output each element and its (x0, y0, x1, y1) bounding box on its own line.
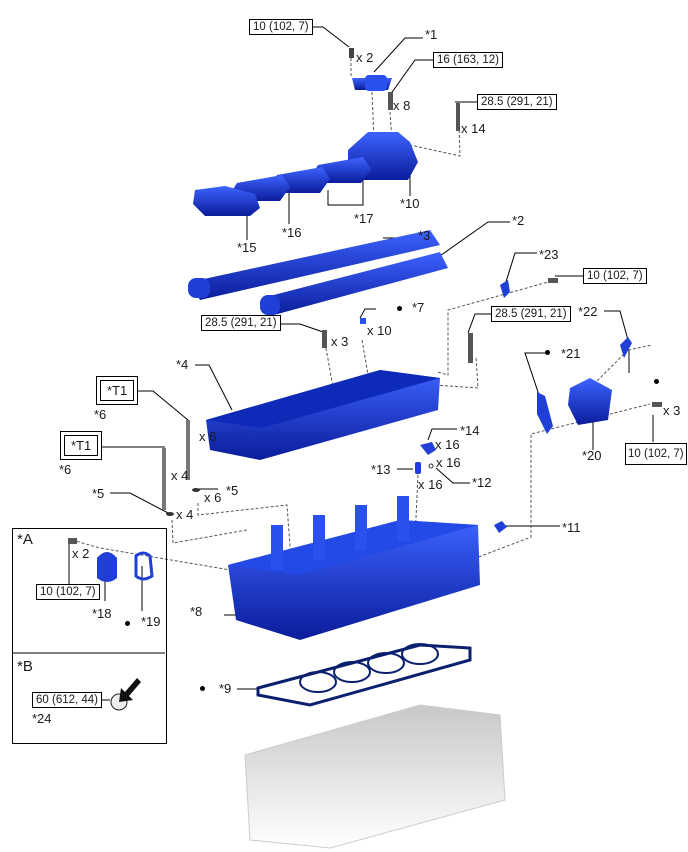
non-reusable-mark (200, 686, 205, 691)
part-label: *5 (226, 483, 239, 498)
part-label: *20 (582, 448, 602, 463)
part-label: *6 (59, 462, 72, 477)
part-label: *8 (190, 604, 203, 619)
part-label: *17 (354, 211, 374, 226)
part-label: *7 (412, 300, 425, 315)
sst-label: *T1 (64, 435, 99, 456)
quantity: x 3 (331, 334, 349, 349)
part-label: *11 (562, 520, 581, 535)
part-label: *21 (561, 346, 581, 361)
non-reusable-mark (654, 379, 659, 384)
non-reusable-mark (397, 306, 402, 311)
torque-spec: 28.5 (291, 21) (477, 94, 557, 110)
torque-spec: 10 (102, 7) (625, 443, 687, 465)
quantity: x 2 (72, 546, 90, 561)
quantity: x 16 (436, 455, 461, 470)
quantity: x 3 (663, 403, 681, 418)
inset-b-title: *B (17, 658, 33, 675)
part-label: *4 (176, 357, 189, 372)
part-label: *13 (371, 462, 391, 477)
part-label: *22 (578, 304, 598, 319)
leader-lines (68, 26, 654, 701)
part-label: *12 (472, 475, 492, 490)
non-reusable-mark (545, 350, 550, 355)
quantity: x 6 (199, 429, 217, 444)
part-label: *15 (237, 240, 257, 255)
quantity: x 16 (418, 477, 443, 492)
quantity: x 4 (176, 507, 194, 522)
quantity: x 4 (171, 468, 189, 483)
sst-label: *T1 (100, 380, 135, 401)
torque-spec: 10 (102, 7) (249, 19, 313, 35)
quantity: x 14 (461, 121, 486, 136)
part-label: *2 (512, 213, 525, 228)
part-label: *23 (539, 247, 559, 262)
part-label: *3 (418, 228, 431, 243)
torque-spec: 28.5 (291, 21) (201, 315, 281, 331)
torque-spec: 10 (102, 7) (36, 584, 100, 600)
inset-a-title: *A (17, 531, 33, 548)
part-label: *14 (460, 423, 480, 438)
sst-mark: *T1 (96, 376, 139, 405)
sst-mark: *T1 (60, 431, 103, 460)
part-label: *9 (219, 681, 232, 696)
part-label: *6 (94, 407, 107, 422)
inset-box (12, 528, 167, 744)
part-label: *18 (92, 606, 112, 621)
part-shapes (68, 48, 662, 849)
quantity: x 8 (393, 98, 411, 113)
part-label: *19 (141, 614, 161, 629)
part-label: *16 (282, 225, 302, 240)
non-reusable-mark (125, 621, 130, 626)
part-label: *24 (32, 711, 52, 726)
part-label: *5 (92, 486, 105, 501)
part-label: *1 (425, 27, 438, 42)
torque-spec: 10 (102, 7) (583, 268, 647, 284)
torque-spec: 28.5 (291, 21) (491, 306, 571, 322)
torque-spec: 60 (612, 44) (32, 692, 103, 708)
quantity: x 16 (435, 437, 460, 452)
part-label: *10 (400, 196, 420, 211)
quantity: x 2 (356, 50, 374, 65)
torque-spec: 16 (163, 12) (433, 52, 504, 68)
quantity: x 10 (367, 323, 392, 338)
quantity: x 6 (204, 490, 222, 505)
